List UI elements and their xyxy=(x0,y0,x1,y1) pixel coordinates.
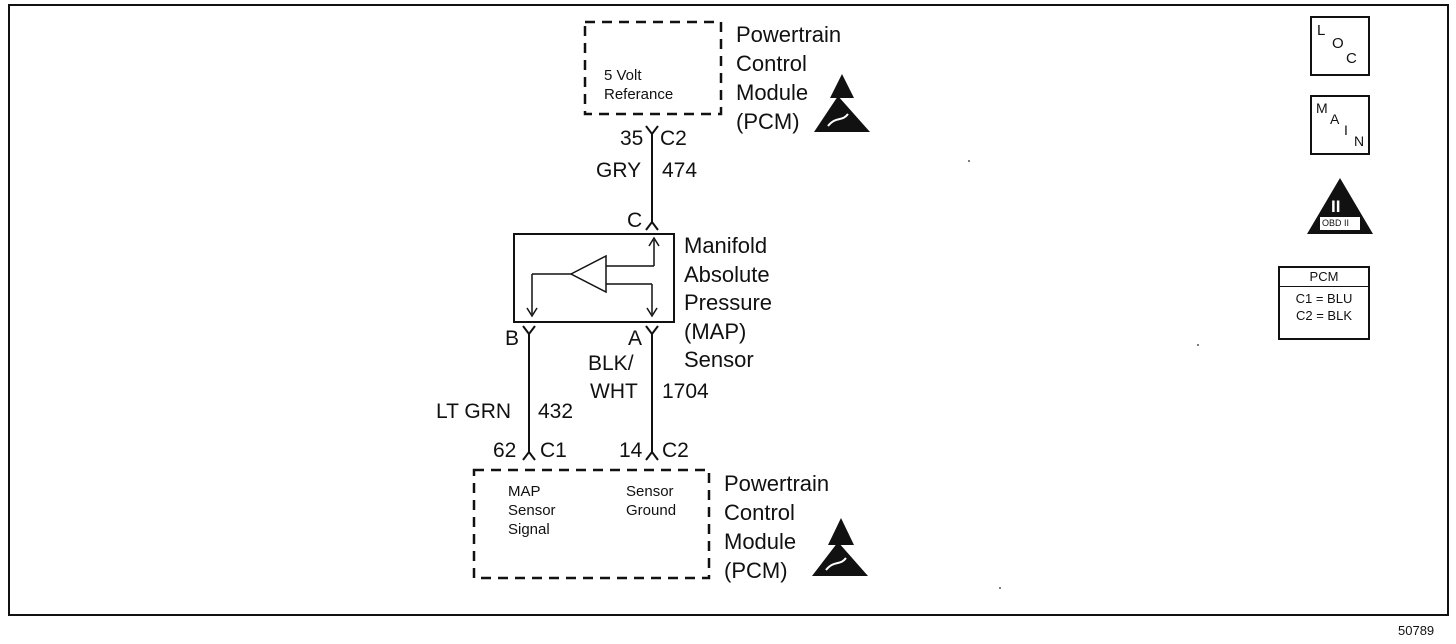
pcm-top-inner-label: 5 Volt Referance xyxy=(604,67,673,105)
pin-a-label: A xyxy=(628,327,643,350)
connector-c2-35 xyxy=(645,125,659,136)
connector-c1-62 xyxy=(522,450,536,461)
signal-line: Signal xyxy=(508,520,550,538)
pcm-bottom-signal-label: MAP Sensor Signal xyxy=(508,483,556,539)
legend-row-c2: C2 = BLK xyxy=(1295,307,1352,323)
wire-color-gry: GRY xyxy=(596,159,642,182)
map-title-line: Pressure xyxy=(684,290,773,315)
pcm-bottom-box xyxy=(472,468,711,580)
pcm-top-title-line: Module xyxy=(736,80,809,105)
signal-line: Sensor xyxy=(508,501,556,519)
pcm-bottom-title: Powertrain Control Module (PCM) xyxy=(724,469,829,585)
map-title-line: Absolute xyxy=(684,261,770,287)
main-letter-m: M xyxy=(1316,100,1328,116)
circuit-474: 474 xyxy=(662,159,698,182)
map-title-line: Manifold xyxy=(684,233,768,258)
ground-line: Sensor xyxy=(626,483,674,500)
pcm-bottom-title-line: (PCM) xyxy=(724,558,788,583)
connector-map-a xyxy=(645,325,659,336)
pcm-bottom-title-line: Module xyxy=(724,529,797,554)
pcm-bottom-title-line: Powertrain xyxy=(724,471,830,496)
pin-62: 62 xyxy=(493,439,517,462)
map-sensor-title: Manifold Absolute Pressure (MAP) Sensor xyxy=(684,232,772,375)
ground-line: Ground xyxy=(626,501,677,519)
connector-map-b xyxy=(522,325,536,336)
obd-label: OBD II xyxy=(1322,218,1350,228)
loc-letter-c: C xyxy=(1346,50,1357,67)
connector-c2-bottom-label: C2 xyxy=(662,439,689,462)
pcm-connector-legend: PCM C1 = BLU C2 = BLK xyxy=(1278,266,1370,340)
main-letter-i: I xyxy=(1344,122,1348,138)
pin-b-label: B xyxy=(505,327,520,350)
inner-line-5volt: 5 Volt xyxy=(604,67,642,84)
pcm-top-title-line: (PCM) xyxy=(736,109,800,134)
main-icon: M A I N xyxy=(1310,95,1370,155)
connector-c2-label: C2 xyxy=(660,127,687,150)
figure-number: 50789 xyxy=(1398,623,1435,638)
circuit-1704: 1704 xyxy=(662,380,709,403)
main-letter-a: A xyxy=(1330,111,1340,127)
obd-ii-icon xyxy=(1307,178,1373,234)
pcm-top-box xyxy=(583,20,723,116)
pin-35: 35 xyxy=(620,127,644,150)
map-title-line: Sensor xyxy=(684,347,754,372)
signal-line: MAP xyxy=(508,483,541,500)
loc-icon: L O C xyxy=(1310,16,1370,76)
wire-color-blk: BLK/ xyxy=(588,352,634,375)
pcm-top-title-line: Powertrain xyxy=(736,22,842,47)
loc-letter-o: O xyxy=(1332,35,1344,52)
pcm-bottom-ground-label: Sensor Ground xyxy=(626,483,676,521)
legend-row-c1: C1 = BLU xyxy=(1295,291,1353,307)
pcm-top-title-line: Control xyxy=(736,51,807,76)
esd-warning-icon-top xyxy=(814,74,870,132)
inner-line-referance: Referance xyxy=(604,85,674,103)
legend-title: PCM xyxy=(1280,268,1368,288)
connector-c2-14 xyxy=(645,450,659,461)
pin-c-label: C xyxy=(627,209,643,232)
pcm-top-title: Powertrain Control Module (PCM) xyxy=(736,20,841,136)
diagram-frame xyxy=(8,4,1449,616)
main-letter-n: N xyxy=(1354,133,1365,149)
pin-14: 14 xyxy=(619,439,643,462)
esd-warning-icon-bottom xyxy=(812,518,868,576)
amplifier-triangle xyxy=(569,254,607,294)
map-title-line: (MAP) xyxy=(684,318,747,344)
connector-c1-label: C1 xyxy=(540,439,567,462)
connector-map-c xyxy=(645,220,659,231)
pcm-bottom-title-line: Control xyxy=(724,500,795,525)
circuit-432: 432 xyxy=(538,400,574,423)
wire-color-wht: WHT xyxy=(590,380,638,403)
loc-letter-l: L xyxy=(1317,22,1326,39)
obd-numeral: II xyxy=(1331,197,1341,216)
map-sensor-box xyxy=(513,233,675,323)
wire-color-ltgrn: LT GRN xyxy=(436,400,512,423)
